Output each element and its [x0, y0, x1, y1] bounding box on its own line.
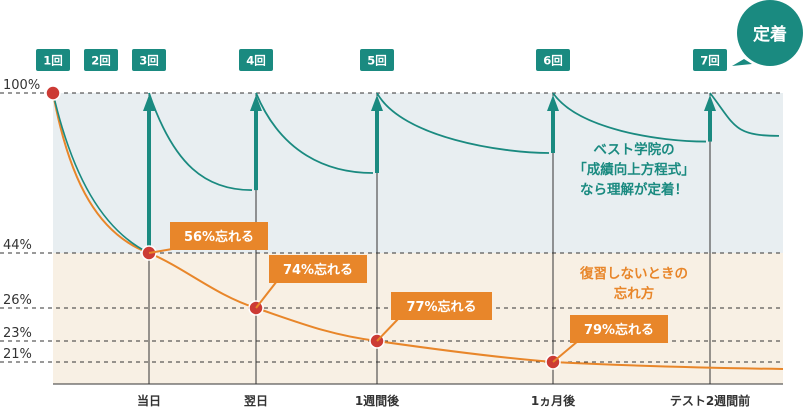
- retention-curve-segment: [709, 92, 780, 137]
- review-arrow-head: [250, 95, 262, 111]
- review-arrow-head: [371, 95, 383, 111]
- forget-rate-label: 79%忘れる: [584, 322, 654, 338]
- forgetting-curve: [52, 92, 784, 370]
- review-label-box: [132, 49, 166, 71]
- review-label: 4回: [246, 54, 266, 68]
- upper-region-label: なら理解が定着！: [580, 181, 688, 198]
- review-label-box: [239, 49, 273, 71]
- review-arrow-head: [547, 95, 559, 111]
- x-tick-label: 1ヵ月後: [531, 393, 576, 408]
- initial-curve-overlay: [52, 92, 150, 254]
- badge-tail: [732, 59, 752, 66]
- review-label-box: [36, 49, 70, 71]
- review-arrow-head: [143, 95, 155, 111]
- x-tick-label: 1週間後: [355, 393, 400, 408]
- y-tick-label: 44%: [3, 238, 32, 253]
- review-label-box: [536, 49, 570, 71]
- callout-box: [269, 255, 367, 283]
- review-label: 3回: [139, 54, 159, 68]
- retention-curve-segment: [376, 92, 550, 154]
- x-tick-label: 翌日: [244, 394, 268, 408]
- badge-text: 定着: [753, 24, 787, 45]
- lower-region-label: 忘れ方: [614, 285, 655, 302]
- retention-curve-segment: [255, 92, 374, 174]
- x-tick-label: テスト2週間前: [670, 393, 750, 408]
- review-arrow-head: [704, 95, 716, 111]
- callout-box: [391, 292, 492, 320]
- review-label: 5回: [367, 54, 387, 68]
- callout-leader: [376, 317, 400, 342]
- callout-box: [570, 315, 668, 343]
- review-label-box: [693, 49, 727, 71]
- y-tick-label: 21%: [3, 347, 32, 362]
- y-tick-label: 100%: [3, 78, 40, 93]
- lower-region-label: 復習しないときの: [579, 265, 688, 282]
- review-label: 2回: [91, 54, 111, 68]
- forget-rate-label: 56%忘れる: [184, 229, 254, 245]
- forget-rate-label: 74%忘れる: [283, 262, 353, 278]
- forget-rate-label: 77%忘れる: [406, 299, 476, 315]
- review-label-box: [84, 49, 118, 71]
- upper-region-label: 「成績向上方程式」: [573, 161, 695, 178]
- callout-box: [170, 222, 268, 250]
- retention-curve-segment: [552, 92, 707, 143]
- review-label: 1回: [43, 54, 63, 68]
- callout-leader: [552, 340, 579, 363]
- callout-leader: [255, 280, 278, 309]
- review-label: 6回: [543, 54, 563, 68]
- data-point: [45, 85, 61, 101]
- review-label: 7回: [700, 54, 720, 68]
- y-tick-label: 23%: [3, 326, 32, 341]
- y-tick-label: 26%: [3, 293, 32, 308]
- x-tick-label: 当日: [137, 393, 161, 408]
- badge-circle: [737, 0, 803, 66]
- retention-curve-segment: [148, 92, 253, 192]
- review-label-box: [360, 49, 394, 71]
- upper-region-label: ベスト学院の: [593, 141, 674, 158]
